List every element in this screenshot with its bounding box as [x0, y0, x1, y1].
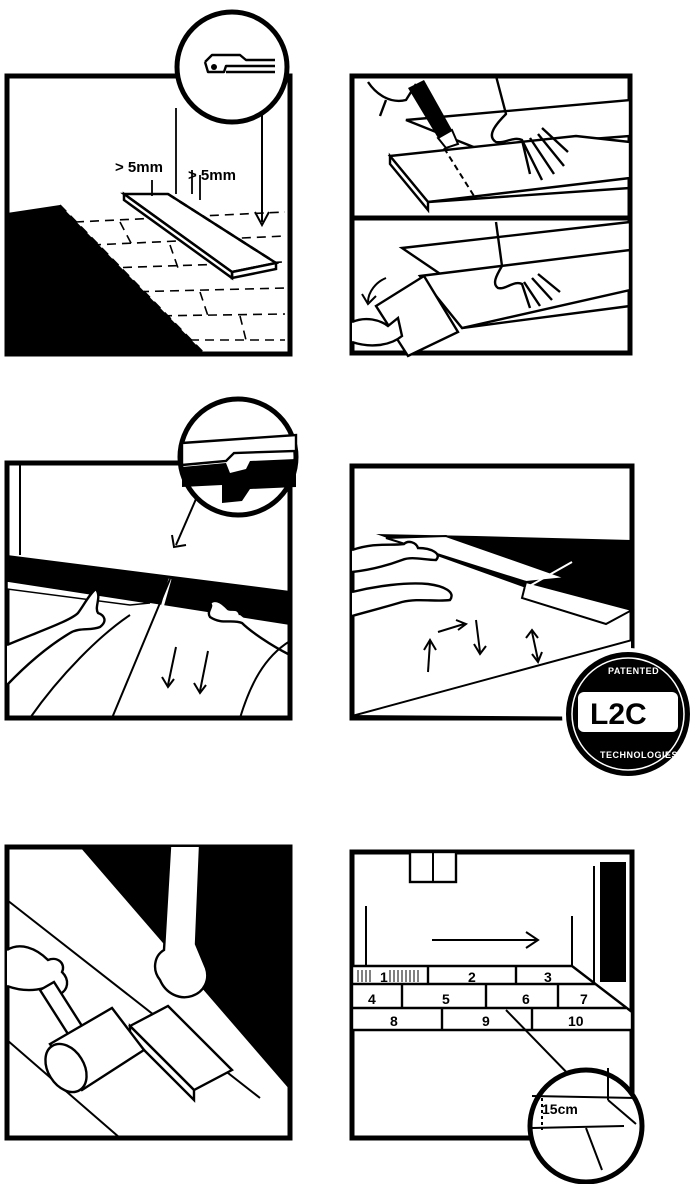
step2-left-hand-bottom — [352, 318, 402, 345]
step4-panel: PATENTED L2C TECHNOLOGIES — [346, 460, 694, 780]
badge-bottom-text: TECHNOLOGIES — [600, 750, 678, 760]
badge-logo-text: L2C — [590, 698, 647, 731]
step4-illustration: PATENTED L2C TECHNOLOGIES — [346, 460, 694, 780]
plank-number-1: 1 — [380, 969, 388, 985]
plank-number-4: 4 — [368, 991, 376, 1007]
step4-l2c-badge: PATENTED L2C TECHNOLOGIES — [564, 650, 692, 778]
step6-illustration: 1 2 3 4 5 6 7 8 9 10 15cm — [346, 846, 694, 1184]
step1-gap-label-left: > 5mm — [115, 159, 163, 176]
plank-number-9: 9 — [482, 1013, 490, 1029]
step1-panel: > 5mm > 5mm — [0, 0, 340, 360]
step5-panel — [0, 840, 300, 1150]
plank-number-5: 5 — [442, 991, 450, 1007]
step3-panel — [0, 395, 300, 725]
step2-illustration — [346, 70, 636, 360]
plank-number-10: 10 — [568, 1013, 584, 1029]
plank-number-6: 6 — [522, 991, 530, 1007]
plank-number-3: 3 — [544, 969, 552, 985]
step6-panel: 1 2 3 4 5 6 7 8 9 10 15cm — [346, 846, 694, 1184]
badge-top-text: PATENTED — [608, 666, 659, 676]
step3-illustration — [0, 395, 300, 725]
plank-number-7: 7 — [580, 991, 588, 1007]
step5-illustration — [0, 840, 300, 1150]
step1-gap-label-right: > 5mm — [188, 167, 236, 184]
step6-offset-label: 15cm — [542, 1101, 578, 1117]
plank-number-2: 2 — [468, 969, 476, 985]
step2-panel — [346, 70, 636, 360]
step1-illustration: > 5mm > 5mm — [0, 0, 340, 360]
step6-door — [600, 862, 626, 982]
plank-number-8: 8 — [390, 1013, 398, 1029]
